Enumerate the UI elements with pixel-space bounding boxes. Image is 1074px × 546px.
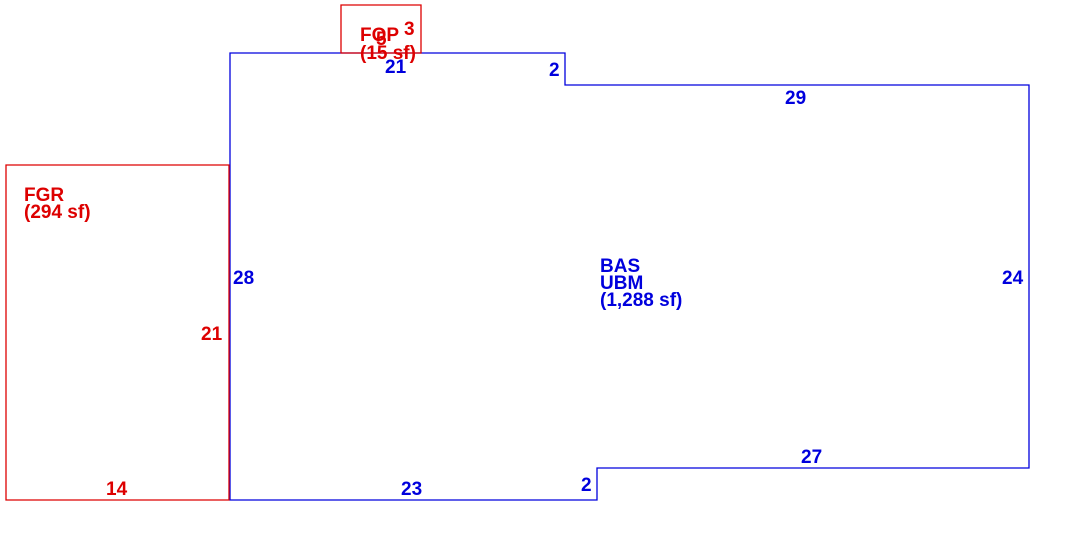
fop-area-code: FOP: [360, 25, 399, 46]
bas-area-size: (1,288 sf): [600, 290, 682, 311]
bas-area-outline: [229, 52, 1030, 501]
bas-right-dimension: 24: [1002, 268, 1024, 289]
fgr-area-code: FGR: [24, 185, 64, 206]
bas-bottom-step-dimension: 2: [581, 475, 592, 496]
fop-top-dimension: 3: [404, 19, 415, 40]
bas-bottom-left-dimension: 23: [401, 479, 422, 500]
bas-area-code: BAS: [600, 256, 640, 277]
fgr-area-size: (294 sf): [24, 202, 91, 223]
fgr-bottom-dimension: 14: [106, 479, 128, 500]
bas-bottom-right-dimension: 27: [801, 447, 822, 468]
bas-top-step-dimension: 2: [549, 60, 560, 81]
bas-top-right-dimension: 29: [785, 88, 806, 109]
fgr-right-dimension: 21: [201, 324, 223, 345]
bas-left-dimension: 28: [233, 268, 254, 289]
fop-area-outline: [340, 4, 422, 54]
fgr-area-outline: [5, 164, 230, 501]
fop-area-size: (15 sf): [360, 43, 416, 64]
fop-side-dimension: 5: [376, 29, 387, 50]
bas-top-left-dimension: 21: [385, 57, 407, 78]
bas-area-subcode: UBM: [600, 273, 643, 294]
